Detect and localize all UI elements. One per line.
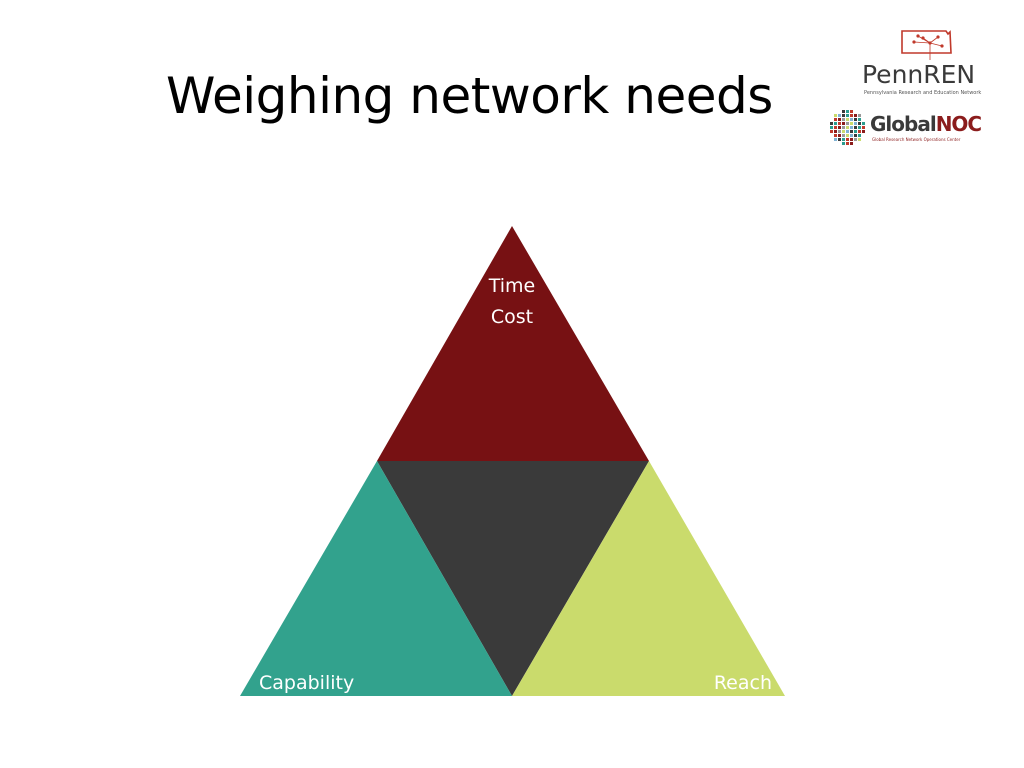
globe-pixel	[854, 138, 857, 141]
globe-pixel	[854, 122, 857, 125]
globe-pixel	[862, 130, 865, 133]
globe-pixel	[858, 134, 861, 137]
globe-pixel	[850, 142, 853, 145]
globe-pixel	[846, 138, 849, 141]
globe-pixel	[854, 134, 857, 137]
globe-pixel	[842, 122, 845, 125]
globe-pixel	[834, 134, 837, 137]
globe-pixel	[842, 138, 845, 141]
label-reach: Reach	[714, 672, 772, 694]
pixel-globe-icon	[830, 110, 865, 145]
globe-pixel	[846, 134, 849, 137]
slide-title: Weighing network needs	[166, 67, 773, 125]
globe-pixel	[846, 118, 849, 121]
globe-pixel	[834, 138, 837, 141]
globe-pixel	[842, 126, 845, 129]
segment-bottom-right	[512, 461, 785, 696]
globe-pixel	[858, 122, 861, 125]
globe-pixel	[854, 126, 857, 129]
label-cost: Cost	[491, 306, 533, 328]
globe-pixel	[850, 118, 853, 121]
globalnoc-logo: GlobalNOC Global Research Network Operat…	[828, 106, 994, 150]
globe-pixel	[834, 122, 837, 125]
globe-pixel	[838, 118, 841, 121]
globe-pixel	[846, 114, 849, 117]
pennren-logo: PennREN Pennsylvania Research and Educat…	[858, 28, 994, 100]
globe-pixel	[838, 126, 841, 129]
segment-top	[377, 226, 649, 461]
globe-pixel	[858, 118, 861, 121]
globe-pixel	[842, 142, 845, 145]
globe-pixel	[854, 114, 857, 117]
globalnoc-name: GlobalNOC	[870, 112, 982, 136]
globe-pixel	[846, 130, 849, 133]
globe-pixel	[854, 130, 857, 133]
globe-pixel	[834, 118, 837, 121]
pennren-subtitle: Pennsylvania Research and Education Netw…	[864, 90, 982, 96]
globe-pixel	[850, 134, 853, 137]
label-capability: Capability	[259, 672, 354, 694]
globe-pixel	[850, 130, 853, 133]
globe-pixel	[850, 114, 853, 117]
globe-pixel	[862, 126, 865, 129]
globe-pixel	[850, 122, 853, 125]
globalnoc-name-part2: NOC	[935, 112, 982, 136]
globe-pixel	[846, 110, 849, 113]
globe-pixel	[842, 110, 845, 113]
globe-pixel	[858, 126, 861, 129]
globe-pixel	[834, 126, 837, 129]
globalnoc-name-part1: Global	[870, 112, 937, 136]
globe-pixel	[850, 110, 853, 113]
globe-pixel	[830, 126, 833, 129]
segment-center	[377, 461, 649, 696]
globe-pixel	[838, 138, 841, 141]
globe-pixel	[830, 130, 833, 133]
pennsylvania-network-icon	[901, 30, 952, 60]
label-time: Time	[488, 275, 536, 297]
globe-pixel	[834, 130, 837, 133]
globe-pixel	[834, 114, 837, 117]
globe-pixel	[842, 118, 845, 121]
globe-pixel	[850, 138, 853, 141]
segment-bottom-left	[240, 461, 512, 696]
pennren-name: PennREN	[862, 60, 976, 89]
globe-pixel	[850, 126, 853, 129]
globe-pixel	[846, 122, 849, 125]
globe-pixel	[858, 114, 861, 117]
globe-pixel	[862, 122, 865, 125]
globe-pixel	[858, 138, 861, 141]
globe-pixel	[842, 130, 845, 133]
globe-pixel	[838, 114, 841, 117]
globe-pixel	[858, 130, 861, 133]
globe-pixel	[838, 122, 841, 125]
globe-pixel	[854, 118, 857, 121]
globe-pixel	[838, 134, 841, 137]
globe-pixel	[838, 130, 841, 133]
globe-pixel	[846, 142, 849, 145]
globe-pixel	[830, 122, 833, 125]
globalnoc-subtitle: Global Research Network Operations Cente…	[872, 137, 961, 142]
globe-pixel	[842, 114, 845, 117]
globe-pixel	[846, 126, 849, 129]
globe-pixel	[842, 134, 845, 137]
